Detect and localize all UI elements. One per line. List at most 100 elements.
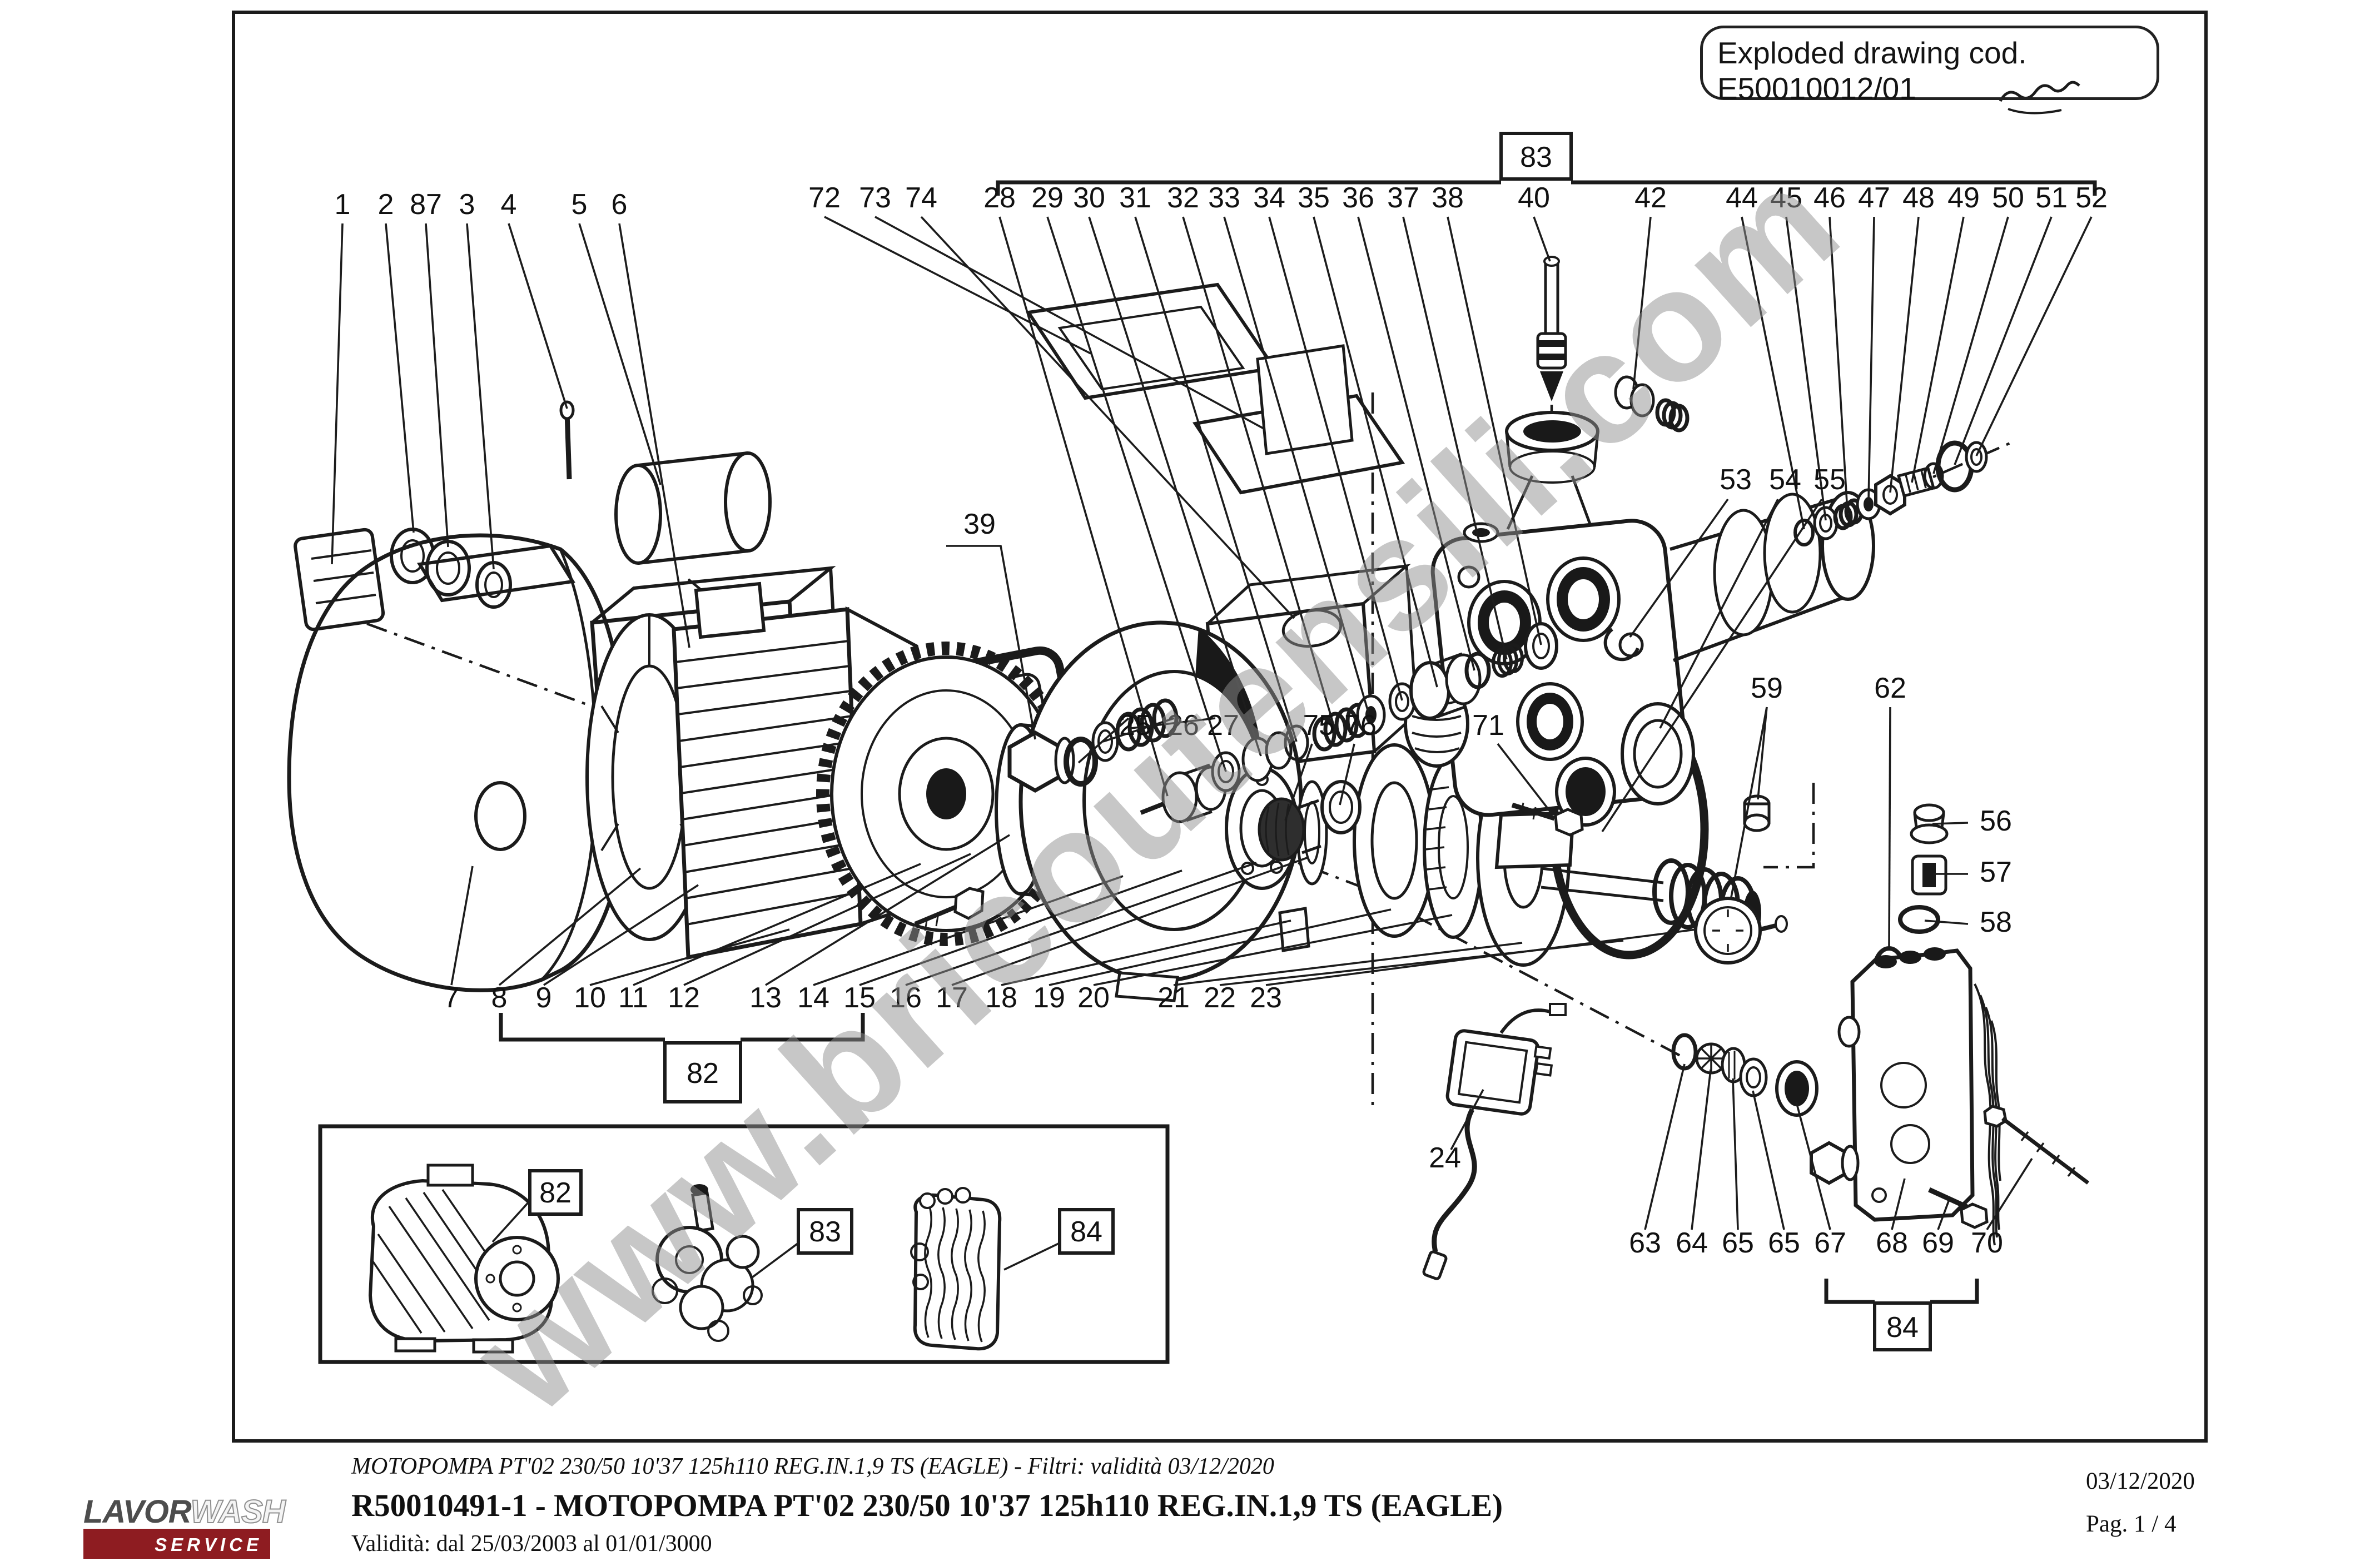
label-box-83: [1499, 132, 1573, 181]
leader-line: [1795, 1101, 1831, 1230]
valve-spring: [1115, 698, 1179, 752]
group-brackets: [499, 180, 2097, 1304]
leader-line: [1888, 707, 1891, 948]
part-label-16: 16: [890, 982, 922, 1014]
part-56-57-58: [1898, 803, 1949, 934]
head-bolt: [1511, 802, 1556, 821]
part-label-82: 82: [687, 1057, 719, 1090]
leader-line: [589, 928, 790, 986]
part-label-42: 42: [1634, 182, 1667, 214]
pressure-switch: [1445, 1029, 1553, 1116]
part-label-35: 35: [1298, 182, 1330, 214]
leader-line: [1889, 216, 1920, 493]
logo-wash: WASH: [190, 1494, 286, 1530]
inset-valve-block: [910, 1187, 1002, 1351]
signature-scribble: [1999, 81, 2080, 115]
page-info: 03/12/2020 Pag. 1 / 4: [2086, 1468, 2195, 1538]
inlet-ring: [1320, 780, 1362, 834]
part-label-84: 84: [1886, 1311, 1919, 1344]
fitting-42: [1614, 375, 1690, 432]
part-label-47: 47: [1858, 182, 1890, 214]
leader-line: [1757, 707, 1768, 800]
leader-line: [425, 223, 449, 548]
part-label-36: 36: [1342, 182, 1374, 214]
leader-line: [466, 223, 495, 570]
doc-validity: Validità: dal 25/03/2003 al 01/01/3000: [351, 1531, 712, 1557]
leader-line: [498, 867, 642, 986]
lavorwash-logo: LAVORWASH SERVICE: [83, 1494, 286, 1559]
leader-line: [633, 863, 921, 986]
part-label-21: 21: [1157, 982, 1190, 1014]
leader-line: [1644, 1063, 1686, 1230]
leader-line: [1954, 216, 2053, 465]
leader-line: [1732, 1078, 1739, 1230]
leader-line: [331, 223, 344, 565]
leader-line: [765, 834, 1010, 986]
part-label-54: 54: [1769, 464, 1801, 496]
part-label-57: 57: [1980, 856, 2012, 888]
part-label-49: 49: [1947, 182, 1980, 214]
leader-line: [1447, 216, 1542, 645]
part-label-13: 13: [749, 982, 782, 1014]
part-59-62: [1694, 794, 1906, 993]
part-label-73: 73: [859, 182, 891, 214]
part-label-50: 50: [1992, 182, 2024, 214]
leader-line: [875, 216, 1265, 430]
hex-plug: [1007, 730, 1063, 793]
leader-line: [813, 875, 1124, 986]
swash-plate: [1353, 743, 1436, 938]
part-label-32: 32: [1167, 182, 1199, 214]
part-label-65: 65: [1768, 1227, 1800, 1259]
unloader-block: [1850, 948, 1975, 1222]
leader-line: [1182, 216, 1335, 728]
leader-line: [1924, 919, 1969, 925]
part-label-22: 22: [1204, 982, 1236, 1014]
leader-line: [1088, 216, 1262, 757]
leader-line: [1741, 216, 1805, 530]
leader-line: [1402, 216, 1508, 660]
part-label-51: 51: [2035, 182, 2068, 214]
part-label-56: 56: [1980, 805, 2012, 837]
doc-title: R50010491-1 - MOTOPOMPA PT'02 230/50 10'…: [351, 1488, 1503, 1523]
part-label-18: 18: [985, 982, 1017, 1014]
label-box-84: [1058, 1208, 1115, 1255]
part-label-37: 37: [1387, 182, 1419, 214]
leader-line: [1313, 216, 1438, 688]
leader-line: [1891, 1178, 1906, 1230]
part-label-38: 38: [1432, 182, 1464, 214]
logo-wordmark: LAVORWASH: [83, 1494, 286, 1530]
regulator-group: [1422, 794, 2090, 1280]
document-info: MOTOPOMPA PT'02 230/50 10'37 125h110 REG…: [351, 1453, 1503, 1557]
leader-line: [1284, 743, 1313, 821]
part-label-24: 24: [1429, 1142, 1461, 1174]
label-box-83: [797, 1208, 853, 1255]
label-box-84: [1873, 1301, 1932, 1351]
logo-lavor: LAVOR: [83, 1494, 191, 1530]
part-label-82: 82: [539, 1177, 572, 1209]
part-label-3: 3: [459, 188, 475, 221]
leader-line: [1049, 908, 1392, 986]
leader-line: [1932, 822, 1969, 825]
leader-line: [1867, 216, 1875, 502]
leader-line: [543, 884, 699, 986]
part-label-62: 62: [1874, 672, 1906, 704]
leader-line: [1986, 1158, 2033, 1230]
leader-line: [385, 223, 415, 533]
shaft-key: [1278, 907, 1310, 952]
flange-ring: [1621, 702, 1695, 806]
part-label-17: 17: [936, 982, 968, 1014]
part-label-70: 70: [1971, 1227, 2003, 1259]
valve-cartridge: [1409, 661, 1450, 720]
part-label-20: 20: [1077, 982, 1110, 1014]
part-label-76: 76: [1344, 709, 1377, 742]
part-label-19: 19: [1033, 982, 1065, 1014]
part-label-1: 1: [335, 188, 351, 221]
inset-assemblies: [368, 1164, 1002, 1354]
leader-line: [508, 223, 568, 409]
c-clip: [1603, 628, 1639, 662]
capacitor: [614, 464, 662, 565]
leader-line: [1659, 499, 1779, 729]
leader-line: [578, 223, 662, 485]
